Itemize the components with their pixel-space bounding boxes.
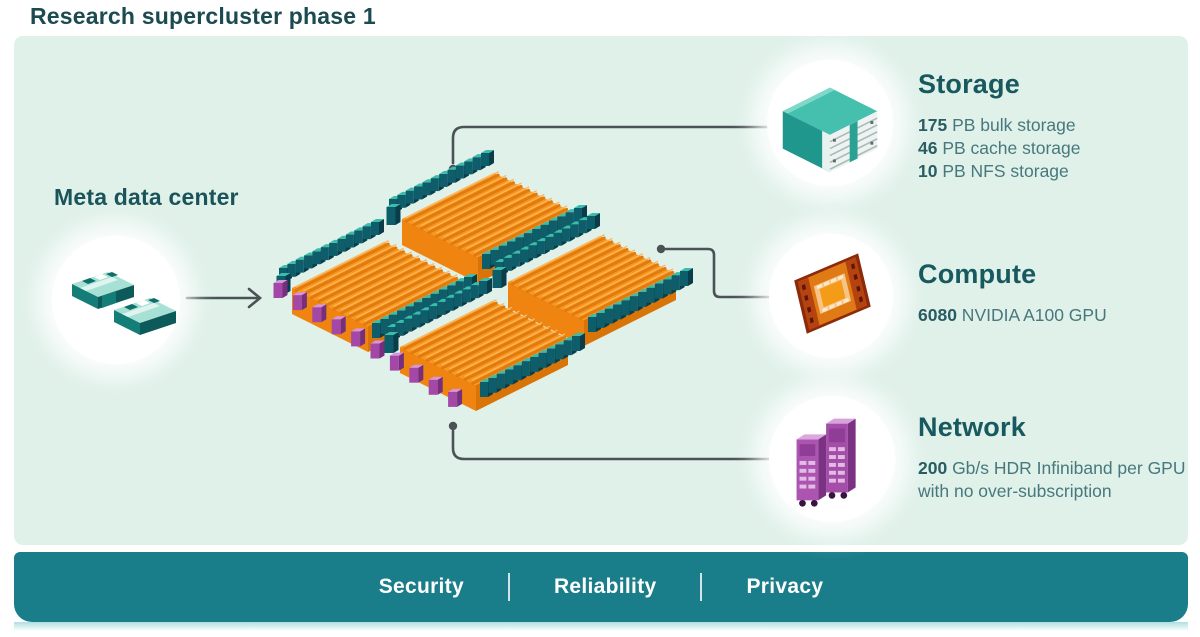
cluster-and-connectors <box>185 125 773 461</box>
network-stat-line: 200 Gb/s HDR Infiniband per GPU with no … <box>918 457 1186 501</box>
footer-item-reliability: Reliability <box>553 575 657 598</box>
compute-icon <box>794 253 871 334</box>
compute-title: Compute <box>918 259 1037 289</box>
footer-item-security: Security <box>378 575 464 598</box>
arrow-datacenter-to-cluster <box>185 287 263 309</box>
footer-item-privacy: Privacy <box>746 575 824 598</box>
network-stats: 200 Gb/s HDR Infiniband per GPU with no … <box>918 457 1196 503</box>
page-title: Research supercluster phase 1 <box>30 3 376 29</box>
datacenter-badge <box>52 236 180 364</box>
footer-divider <box>700 573 703 601</box>
storage-stats: 175 PB bulk storage 46 PB cache storage … <box>918 114 1196 183</box>
storage-stat-line: 175 PB bulk storage <box>918 114 1076 135</box>
compute-stat-line: 6080 NVIDIA A100 GPU <box>918 304 1107 325</box>
compute-stats: 6080 NVIDIA A100 GPU <box>918 304 1196 327</box>
storage-callout: Storage 175 PB bulk storage 46 PB cache … <box>918 69 1196 183</box>
storage-stat-line: 10 PB NFS storage <box>918 160 1069 181</box>
storage-title: Storage <box>918 69 1020 99</box>
network-icon <box>796 418 856 507</box>
connector-compute <box>664 247 773 299</box>
storage-badge <box>767 60 893 186</box>
network-title: Network <box>918 412 1026 442</box>
network-badge <box>769 396 895 522</box>
diagram-panel: Meta data center <box>14 36 1188 545</box>
gpu-cluster-illustration <box>273 150 693 411</box>
connector-network <box>451 429 773 461</box>
footer-glow <box>14 622 1188 631</box>
storage-icon <box>782 87 878 173</box>
network-callout: Network 200 Gb/s HDR Infiniband per GPU … <box>918 412 1196 503</box>
connector-lines <box>185 125 773 461</box>
connector-storage <box>451 125 769 165</box>
footer-bar: Security Reliability Privacy <box>14 552 1188 622</box>
datacenter-icon <box>72 272 176 335</box>
compute-badge <box>769 234 893 358</box>
footer-divider <box>507 573 510 601</box>
storage-stat-line: 46 PB cache storage <box>918 137 1081 158</box>
compute-callout: Compute 6080 NVIDIA A100 GPU <box>918 259 1196 327</box>
datacenter-label: Meta data center <box>54 184 239 210</box>
